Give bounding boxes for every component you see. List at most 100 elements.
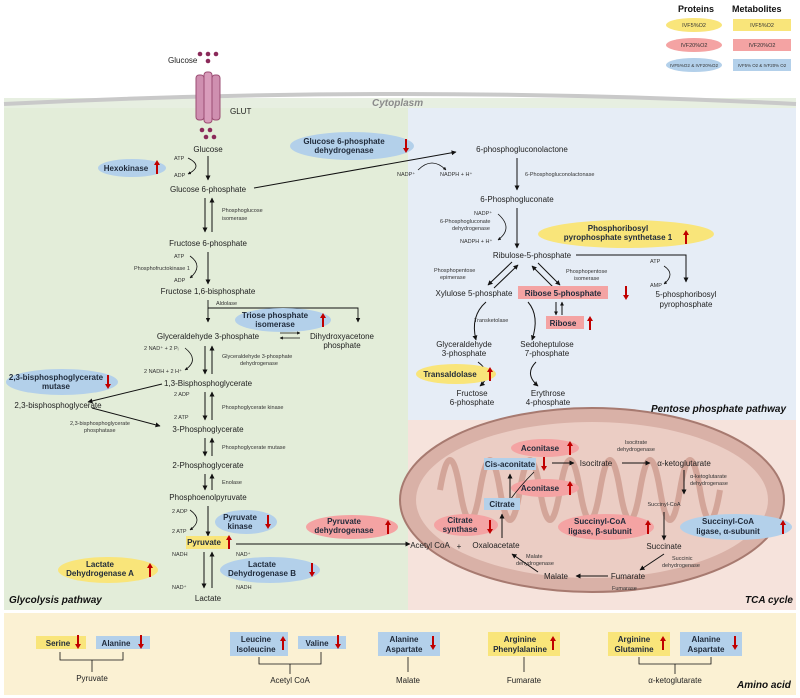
glut-transporter: [195, 51, 221, 140]
g6pdh-label-2: dehydrogenase: [314, 146, 374, 155]
adp-1: ADP: [174, 173, 186, 179]
bpg13: 1,3-Bisphosphoglycerate: [164, 379, 253, 388]
bpgm-label-1: 2,3-bisphosphoglycerate: [9, 373, 104, 382]
prps-label-2: pyrophosphate synthetase 1: [564, 233, 673, 242]
transaldolase-label: Transaldolase: [423, 370, 477, 379]
tpi-ellipse: [235, 308, 331, 332]
r5p-box: [518, 286, 608, 299]
isocitrate: Isocitrate: [580, 459, 613, 468]
nadh-label: 2 NADH + 2 H⁺: [144, 368, 182, 375]
plus: +: [457, 542, 462, 551]
nadp-2: NADP⁺: [474, 210, 492, 217]
s7p-1: Sedoheptulose: [520, 340, 574, 349]
alanine: Alanine: [102, 639, 131, 648]
akgdh-label-1: α-ketoglutarate: [690, 474, 727, 480]
succoa: Succinyl-CoA: [647, 502, 680, 508]
fumarate: Fumarate: [611, 572, 646, 581]
aconitase2-label: Aconitase: [521, 484, 560, 493]
alanine-box: [96, 636, 150, 649]
transketolase-label: Transketolase: [474, 318, 508, 324]
cytoplasm-label: Cytoplasm: [372, 98, 423, 109]
ala-asp2-box: [680, 632, 742, 656]
legend-pink-ellipse: [666, 38, 722, 52]
valine-box: [298, 636, 346, 649]
cs-label-1: Citrate: [447, 516, 473, 525]
atp-ppp: ATP: [650, 259, 661, 265]
pdh-label-1: Pyruvate: [327, 517, 361, 526]
pg3: 3-Phosphoglycerate: [172, 425, 244, 434]
legend-yellow-rect: [733, 19, 791, 31]
glucose: Glucose: [193, 145, 223, 154]
akgdh-label-2: dehydrogenase: [690, 481, 728, 487]
pgl: 6-phosphogluconolactone: [476, 145, 568, 154]
pgm-label: Phosphoglycerate mutase: [222, 445, 286, 451]
idh-label-2: dehydrogenase: [617, 447, 655, 453]
legend-ivf20-label: IVF20%O2: [681, 43, 708, 49]
epimerase-label-2: epimerase: [440, 275, 466, 281]
arginine2: Arginine: [618, 635, 651, 644]
pg2: 2-Phosphoglycerate: [172, 461, 244, 470]
legend-both-label: IVF5%O2 & IVF20%O2: [670, 63, 718, 68]
ppp-label: Pentose phosphate pathway: [651, 404, 786, 415]
legend: Proteins Metabolites IVF5%O2 IVF20%O2 IV…: [666, 4, 791, 72]
sdh-label-1: Succinic: [672, 556, 693, 562]
amino-acetylcoa: Acetyl CoA: [270, 676, 310, 685]
ppp-f6p-2: 6-phosphate: [450, 398, 495, 407]
membrane-line: [3, 92, 797, 106]
scs-alpha-label-1: Succinyl-CoA: [702, 517, 754, 526]
amino-akg: α-ketoglutarate: [648, 676, 702, 685]
serine: Serine: [46, 639, 71, 648]
gapdh-label-2: dehydrogenase: [240, 361, 278, 367]
nad-3: NAD⁺: [236, 551, 251, 558]
pgk-label: Phosphoglycerate kinase: [222, 405, 283, 411]
phenylalanine: Phenylalanine: [493, 645, 547, 654]
legend-blue-ellipse: [666, 58, 722, 72]
alanine3: Alanine: [692, 635, 721, 644]
legend-blue-rect: [733, 59, 791, 71]
nadph-1: NADPH + H⁺: [440, 171, 472, 178]
bpgm-label-2: mutase: [42, 382, 71, 391]
citrate-box: [484, 498, 520, 510]
scs-beta-label-2: ligase, β-subunit: [568, 527, 632, 536]
succinate: Succinate: [646, 542, 682, 551]
glut-label: GLUT: [230, 107, 251, 116]
isoleucine: Isoleucine: [236, 645, 276, 654]
ldha-label-2: Dehydrogenase A: [66, 569, 134, 578]
e4p-2: 4-phosphate: [526, 398, 571, 407]
legend-ivf5-label: IVF5%O2: [682, 23, 706, 29]
ldhb-ellipse: [220, 557, 320, 583]
citrate: Citrate: [489, 500, 515, 509]
gapdh-label-1: Glyceraldehyde 3-phosphate: [222, 354, 292, 360]
pgd-label-2: dehydrogenase: [452, 226, 490, 232]
bpgp-label-2: phosphatase: [84, 428, 116, 434]
amino-fumarate: Fumarate: [507, 676, 542, 685]
atp-3: 2 ATP: [174, 415, 189, 421]
cisaconitate-box: [484, 458, 536, 470]
legend-proteins-title: Proteins: [678, 4, 714, 14]
aconitase1-ellipse: [511, 439, 579, 457]
g6p: Glucose 6-phosphate: [170, 185, 247, 194]
pyruvate-box: [186, 536, 230, 549]
oaa: Oxaloacetate: [472, 541, 520, 550]
dhap-2: phosphate: [323, 341, 361, 350]
pfk-label: Phosphofructokinase 1: [134, 266, 190, 272]
transaldolase-ellipse: [416, 364, 496, 384]
pgi-label-2: isomerase: [222, 216, 247, 222]
hexokinase-label: Hexokinase: [104, 164, 149, 173]
lactonase-label: 6-Phosphogluconolactonase: [525, 172, 594, 178]
ldhb-label-1: Lactate: [248, 560, 277, 569]
nadh-3: NADH: [236, 585, 252, 591]
atp-1: ATP: [174, 156, 185, 162]
f16bp: Fructose 1,6-bisphosphate: [161, 287, 256, 296]
enolase-label: Enolase: [222, 480, 242, 486]
scs-beta-label-1: Succinyl-CoA: [574, 517, 626, 526]
tpi-label-1: Triose phosphate: [242, 311, 309, 320]
scs-alpha-label-2: ligase, α-subunit: [696, 527, 760, 536]
pgluconate: 6-Phosphogluconate: [480, 195, 554, 204]
ldhb-label-2: Dehydrogenase B: [228, 569, 296, 578]
amp-ppp: AMP: [650, 283, 662, 289]
tpi-label-2: isomerase: [255, 320, 295, 329]
pk-label-2: kinase: [228, 522, 253, 531]
pep: Phosphoenolpyruvate: [169, 493, 247, 502]
